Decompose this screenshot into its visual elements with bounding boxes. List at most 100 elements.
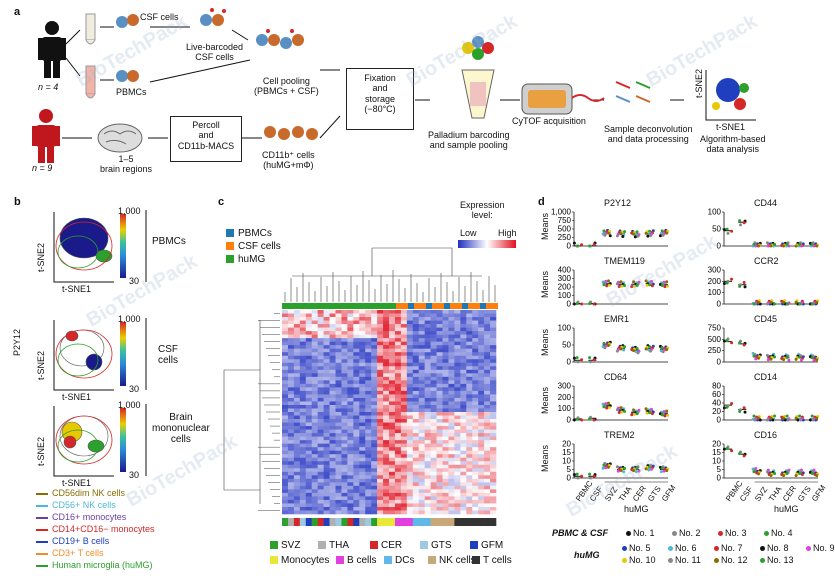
data-point: [730, 341, 734, 345]
data-point: [810, 242, 814, 246]
tsne-plot-label: Brain mononuclear cells: [152, 412, 210, 445]
data-point: [815, 416, 819, 420]
data-point: [576, 476, 580, 480]
tsne-outline: [57, 235, 99, 269]
chart-axes: [723, 270, 818, 305]
y-tick-label: 100: [558, 291, 572, 300]
chart-y-label: Means: [540, 212, 550, 240]
tsne-scale-min: 30: [129, 384, 140, 394]
donor-legend-item: No. 10: [622, 555, 656, 565]
data-point: [632, 284, 636, 288]
legend-swatch: [472, 556, 480, 565]
legend-item: CD19+ B cells: [36, 536, 109, 546]
data-point: [659, 470, 663, 474]
y-tick-label: 0: [717, 358, 722, 367]
tsne1-label: t-SNE1: [716, 122, 746, 132]
palladium-label: Palladium barcoding and sample pooling: [428, 130, 510, 151]
data-point: [769, 244, 773, 248]
data-point: [665, 280, 669, 284]
donor-label: No. 2: [679, 528, 701, 538]
data-point: [606, 279, 610, 283]
data-point: [580, 302, 584, 306]
data-point: [635, 412, 639, 416]
tsne-scale-min: 30: [129, 276, 140, 286]
data-point: [794, 357, 798, 361]
blood-tube-icon: [85, 65, 96, 99]
data-point: [752, 242, 756, 246]
column-color-bar: [282, 303, 498, 309]
tsne-colorbar: [120, 214, 126, 278]
data-point: [738, 452, 742, 456]
data-point: [632, 232, 636, 236]
data-point: [738, 284, 742, 288]
data-point: [666, 284, 670, 288]
legend-swatch: [36, 504, 48, 507]
legend-label: CD56dim NK cells: [52, 488, 126, 498]
legend-item: GTS: [420, 540, 452, 551]
data-point: [765, 241, 769, 245]
donor-legend-item: No. 7: [714, 543, 743, 553]
data-point: [794, 416, 798, 420]
legend-item: CD56dim NK cells: [36, 488, 125, 498]
legend-label: Monocytes: [281, 555, 330, 566]
legend-swatch: [36, 552, 48, 555]
data-point: [623, 466, 627, 470]
legend-label: CD14+CD16− monocytes: [52, 524, 155, 534]
data-point: [773, 471, 777, 475]
tsne-axes: [53, 406, 114, 477]
legend-swatch: [270, 556, 278, 565]
donor-label: No. 7: [721, 543, 743, 553]
tsne-outline: [55, 329, 113, 379]
data-point: [660, 229, 664, 233]
data-point: [660, 413, 664, 417]
tsne-plot-svg: [53, 318, 147, 391]
data-point: [794, 474, 798, 478]
data-point: [623, 284, 627, 288]
data-point: [592, 243, 596, 247]
legend-label: CD3+ T cells: [52, 548, 104, 558]
donor-legend-item: No. 1: [626, 528, 655, 538]
data-point: [637, 469, 641, 473]
data-point: [769, 300, 773, 304]
legend-swatch: [384, 556, 392, 565]
data-point: [605, 406, 609, 410]
y-tick-label: 50: [562, 341, 571, 350]
data-point: [785, 302, 789, 306]
data-point: [615, 349, 619, 353]
data-point: [588, 472, 592, 476]
panel-a-letter: a: [14, 6, 21, 18]
y-tick-label: 80: [712, 382, 721, 391]
legend-swatch: [36, 492, 48, 495]
data-point: [754, 357, 758, 361]
data-point: [649, 234, 653, 238]
data-point: [575, 244, 579, 248]
pbmcs-label: PBMCs: [116, 87, 147, 97]
chart-title: CD45: [754, 314, 778, 324]
y-tick-label: 750: [708, 324, 722, 333]
data-point: [648, 229, 652, 233]
chart-title: EMR1: [604, 314, 630, 324]
data-point: [644, 279, 648, 283]
data-point: [592, 418, 596, 422]
y-tick-label: 250: [558, 233, 572, 242]
y-tick-label: 100: [558, 404, 572, 413]
data-point: [623, 409, 627, 413]
low-label: Low: [460, 228, 477, 238]
data-point: [607, 405, 611, 409]
data-point: [606, 401, 610, 405]
data-point: [602, 341, 606, 345]
donor-dot: [714, 546, 719, 552]
data-point: [632, 412, 636, 416]
data-point: [580, 358, 584, 362]
tsne-thumbnail-icon: [705, 70, 756, 121]
data-point: [619, 406, 623, 410]
donor-legend-item: No. 2: [672, 528, 701, 538]
data-point: [634, 470, 638, 474]
